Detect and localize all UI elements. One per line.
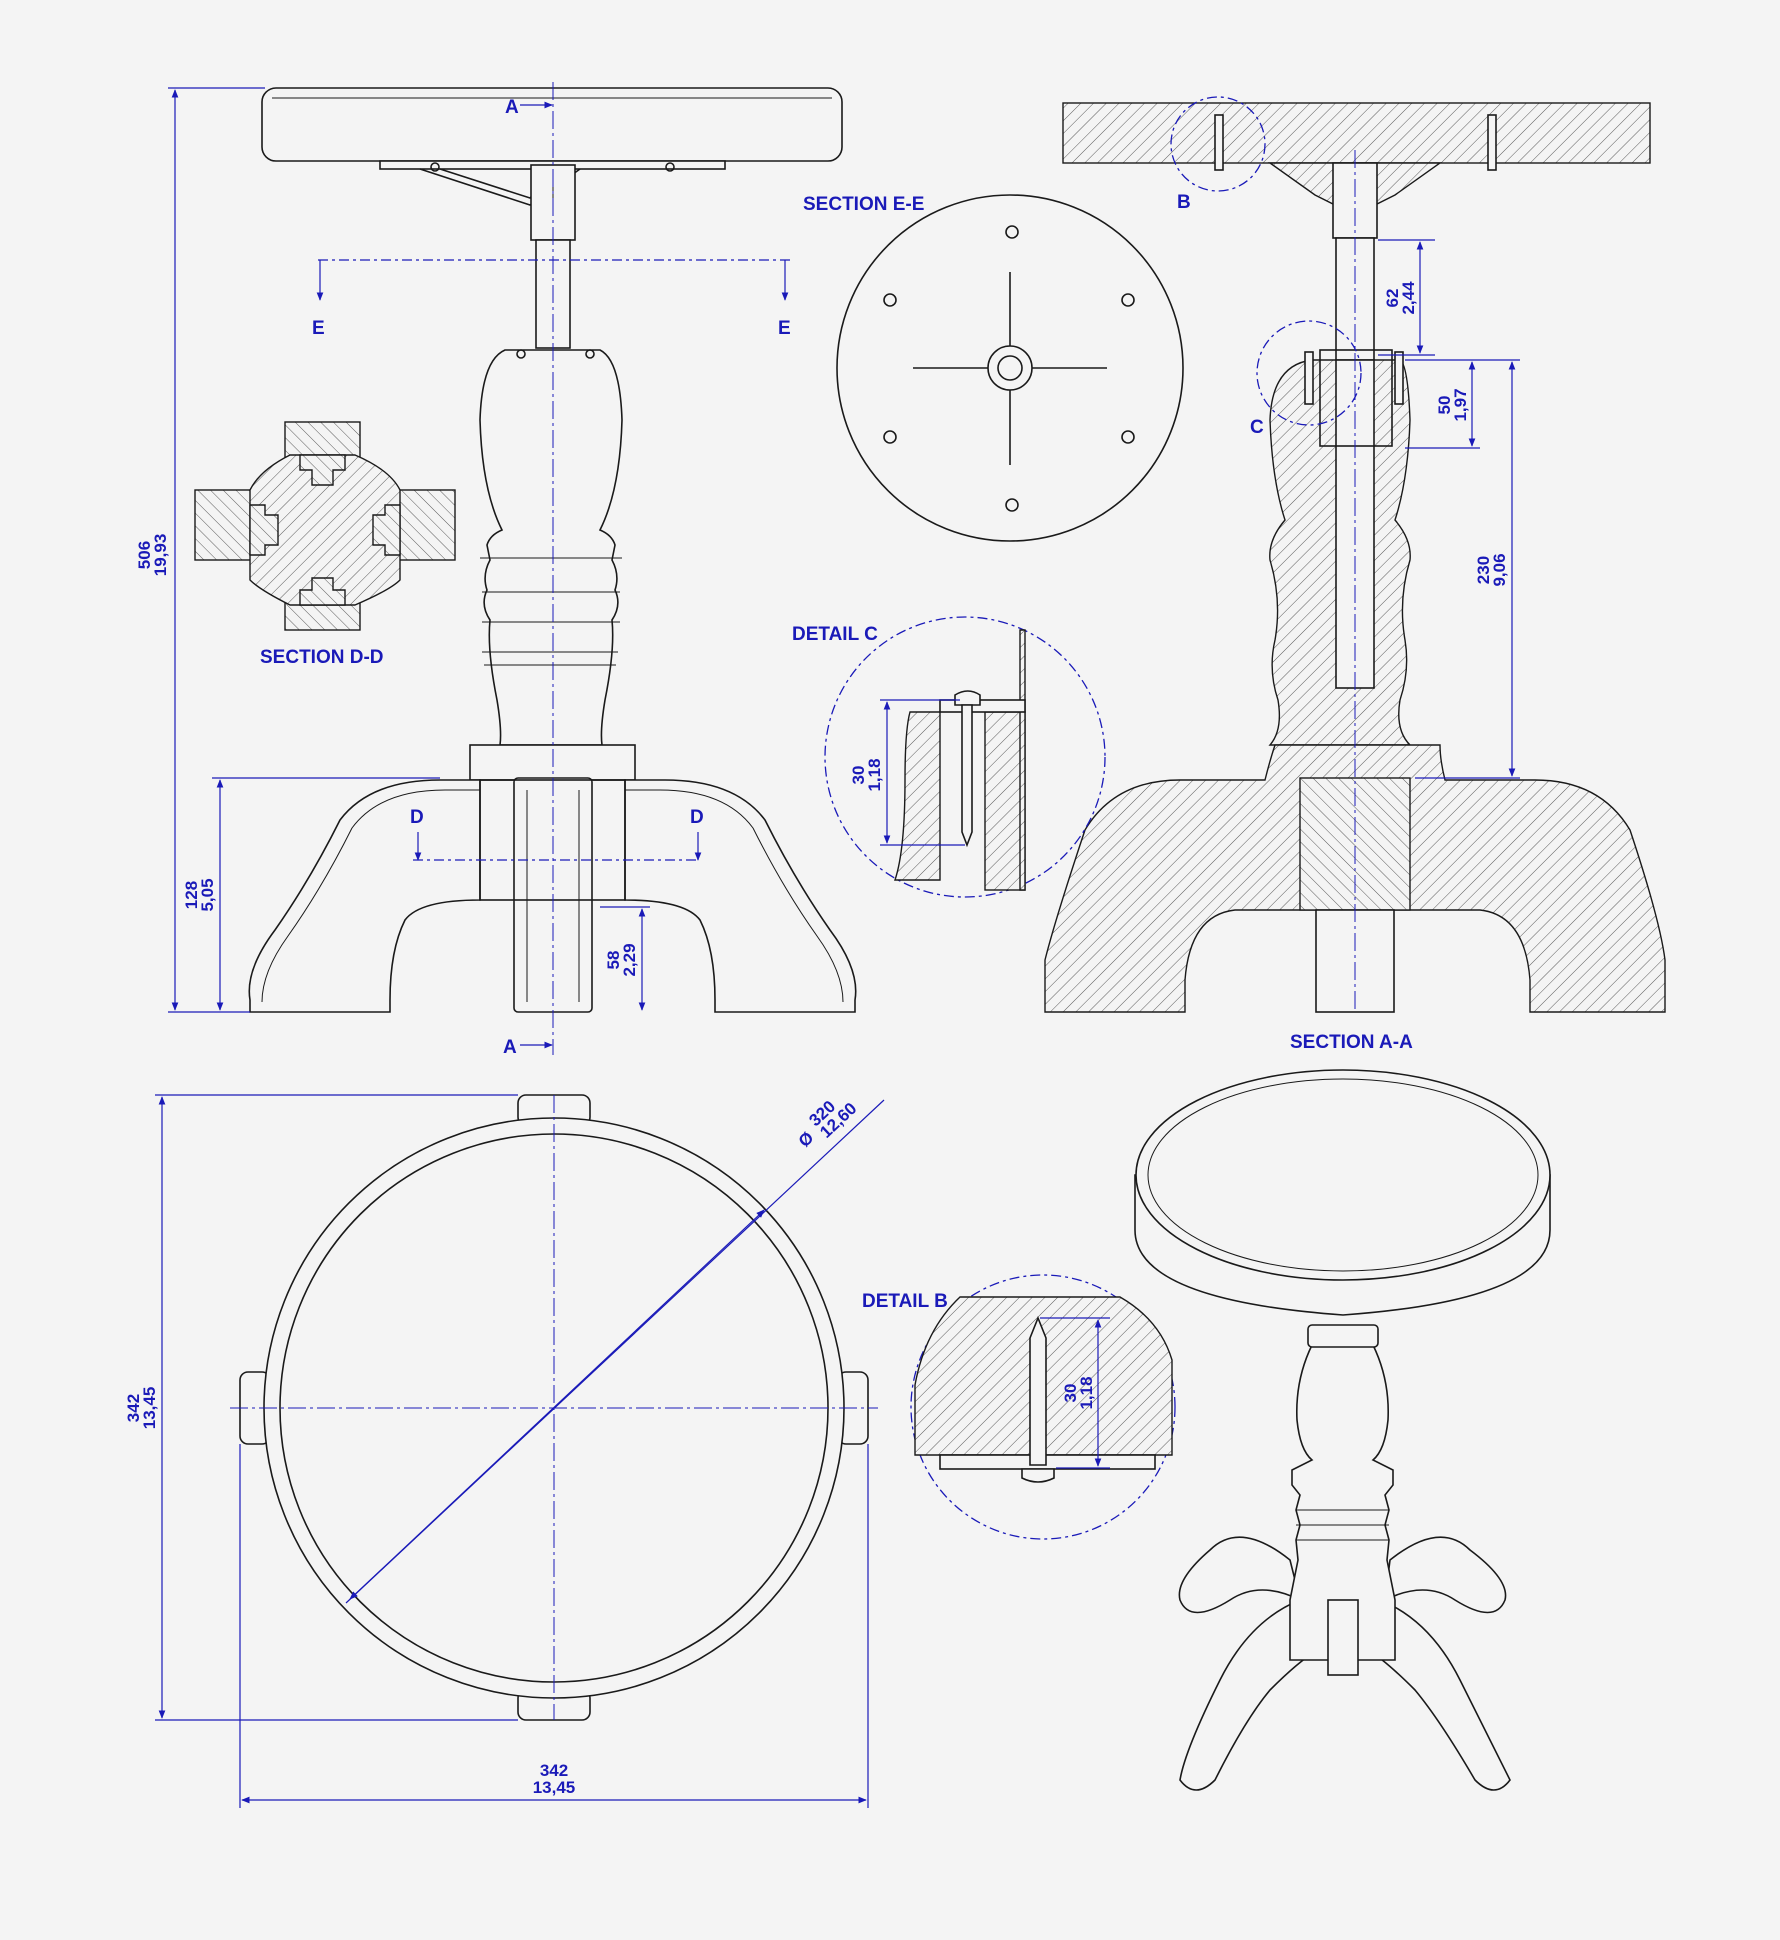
cut-a-top: A bbox=[505, 97, 519, 118]
section-ee-title: SECTION E-E bbox=[803, 194, 924, 215]
dim-shaft-exposed: 62 bbox=[1383, 289, 1402, 308]
detail-b: 30 1,18 DETAIL B bbox=[862, 1274, 1176, 1540]
dim-foot-gap-in: 2,29 bbox=[620, 943, 639, 976]
detail-b-title: DETAIL B bbox=[862, 1291, 948, 1312]
section-dd: SECTION D-D bbox=[194, 421, 456, 668]
section-aa: B C 62 2,44 50 1,97 230 9,06 SECTION A-A bbox=[1044, 96, 1666, 1053]
leg-left bbox=[248, 779, 481, 1013]
section-aa-title: SECTION A-A bbox=[1290, 1032, 1413, 1053]
dim-base-height-in: 5,05 bbox=[198, 878, 217, 911]
cut-a-bottom: A bbox=[503, 1037, 517, 1058]
column bbox=[479, 349, 623, 746]
detail-c: 30 1,18 DETAIL C bbox=[792, 616, 1106, 898]
cut-d-left: D bbox=[410, 807, 424, 828]
detail-c-title: DETAIL C bbox=[792, 624, 878, 645]
dim-foot-gap: 58 bbox=[604, 951, 623, 970]
detail-c-marker: C bbox=[1250, 417, 1264, 438]
dim-screw-c: 30 bbox=[849, 766, 868, 785]
dim-base-height: 128 bbox=[182, 881, 201, 909]
seat bbox=[261, 87, 843, 162]
dim-total-height-in: 19,93 bbox=[151, 534, 170, 577]
detail-b-marker: B bbox=[1177, 192, 1191, 213]
front-elevation: E E D D A A 506 19,93 128 5,05 58 bbox=[135, 82, 857, 1058]
dim-plan-width: 342 bbox=[540, 1761, 568, 1780]
dim-socket-top: 50 bbox=[1435, 396, 1454, 415]
dim-column-height-in: 9,06 bbox=[1490, 553, 1509, 586]
dim-total-height: 506 bbox=[135, 541, 154, 569]
dim-shaft-exposed-in: 2,44 bbox=[1399, 281, 1418, 315]
dim-socket-top-in: 1,97 bbox=[1451, 388, 1470, 421]
dim-screw-b-in: 1,18 bbox=[1077, 1376, 1096, 1409]
dim-screw-b: 30 bbox=[1061, 1384, 1080, 1403]
dim-screw-c-in: 1,18 bbox=[865, 758, 884, 791]
cut-e-right: E bbox=[778, 318, 791, 339]
cut-d-right: D bbox=[690, 807, 704, 828]
plan-view: Ø 320 12,60 342 13,45 342 13,45 bbox=[124, 1094, 885, 1808]
section-ee: SECTION E-E bbox=[803, 194, 1184, 542]
seat-top-iso bbox=[1135, 1069, 1551, 1281]
leg-right bbox=[624, 779, 857, 1013]
dim-column-height: 230 bbox=[1474, 556, 1493, 584]
dim-plan-width-in: 13,45 bbox=[533, 1778, 576, 1797]
cut-e-left: E bbox=[312, 318, 325, 339]
dim-plan-depth: 342 bbox=[124, 1394, 143, 1422]
isometric-view bbox=[1134, 1069, 1551, 1791]
section-dd-title: SECTION D-D bbox=[260, 647, 384, 668]
dim-diameter-symbol: Ø bbox=[795, 1128, 818, 1151]
dim-plan-depth-in: 13,45 bbox=[140, 1387, 159, 1430]
